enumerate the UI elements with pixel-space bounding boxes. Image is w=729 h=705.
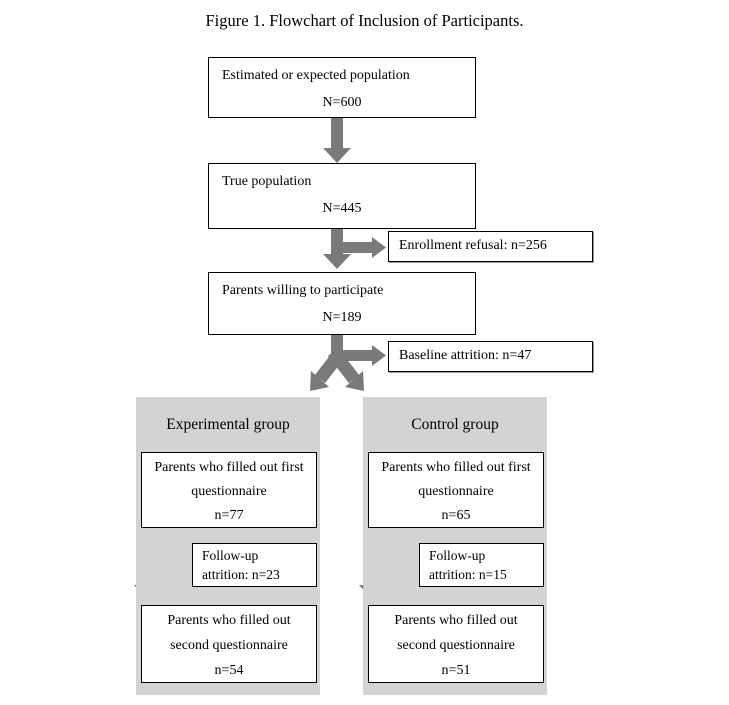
arrow-down-icon [323,228,351,269]
arrow-down-icon [323,118,351,163]
true-population-label: True population [222,174,312,189]
baseline-attrition-box: Baseline attrition: n=47 [388,341,593,372]
box-line: Parents who filled out [167,613,291,628]
estimated-population-box: Estimated or expected population N=600 [208,57,476,118]
box-n: n=77 [214,508,244,523]
control-group-column: Control group Parents who filled out fir… [363,397,547,695]
box-line: questionnaire [191,484,267,499]
box-line: questionnaire [418,484,494,499]
true-population-n: N=445 [322,201,362,216]
box-line: Parents who filled out [394,613,518,628]
experimental-first-questionnaire-box: Parents who filled out first questionnai… [141,452,317,528]
box-line: attrition: n=15 [429,567,507,582]
estimated-population-n: N=600 [322,95,362,110]
willing-participants-n: N=189 [322,310,362,325]
arrow-right-icon [343,237,386,258]
experimental-followup-attrition-box: Follow-up attrition: n=23 [192,543,317,587]
control-group-header: Control group [411,415,499,433]
arrow-right-icon [343,345,386,366]
control-first-questionnaire-box: Parents who filled out first questionnai… [368,452,544,528]
box-n: n=51 [441,663,471,678]
box-line: attrition: n=23 [202,567,280,582]
estimated-population-label: Estimated or expected population [222,68,410,83]
figure-title: Figure 1. Flowchart of Inclusion of Part… [205,11,524,30]
box-line: second questionnaire [397,638,515,653]
willing-participants-box: Parents willing to participate N=189 [208,272,476,335]
arrow-down-left-icon [310,371,329,391]
box-line: Follow-up [429,548,486,563]
enrollment-refusal-box: Enrollment refusal: n=256 [388,231,593,262]
experimental-group-header: Experimental group [166,415,290,433]
arrow-down-right-icon [345,371,364,391]
experimental-group-column: Experimental group Parents who filled ou… [136,397,320,695]
baseline-attrition-label: Baseline attrition: n=47 [399,348,532,363]
willing-participants-label: Parents willing to participate [222,283,384,298]
arrow-split-arms [314,348,360,383]
box-n: n=54 [214,663,244,678]
split-arm-right [327,348,360,383]
box-line: Follow-up [202,548,259,563]
control-followup-attrition-box: Follow-up attrition: n=15 [419,543,544,587]
box-line: Parents who filled out first [381,460,531,475]
control-second-questionnaire-box: Parents who filled out second questionna… [368,605,544,683]
enrollment-refusal-label: Enrollment refusal: n=256 [399,238,547,253]
true-population-box: True population N=445 [208,163,476,229]
experimental-second-questionnaire-box: Parents who filled out second questionna… [141,605,317,683]
box-line: Parents who filled out first [154,460,304,475]
box-line: second questionnaire [170,638,288,653]
box-n: n=65 [441,508,471,523]
